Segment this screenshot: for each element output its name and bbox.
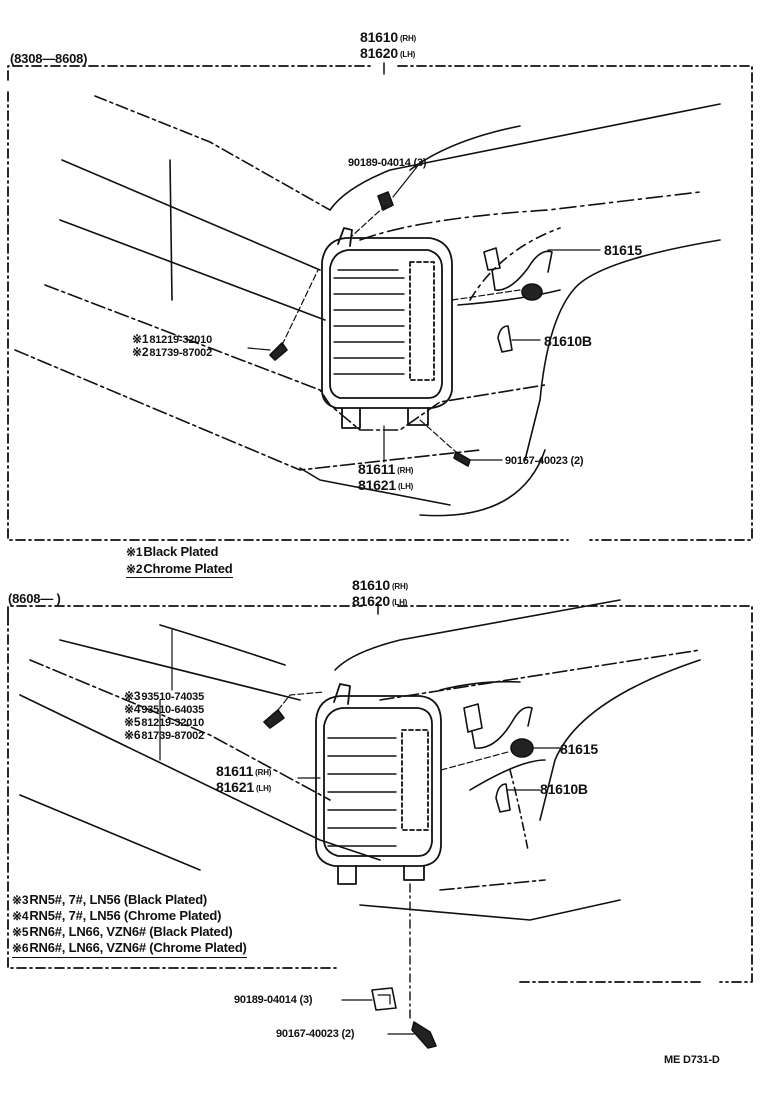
top-screw-upper [269, 342, 288, 361]
rh-tag: (RH) [391, 582, 409, 591]
top-clip-label: 90189-04014 (3) [348, 157, 427, 169]
bottom-screw-labels: ※393510-74035 ※493510-64035 ※581219-3201… [124, 690, 204, 742]
bottom-clip-label: 90189-04014 (3) [234, 994, 313, 1006]
note-text: RN6#, LN66, VZN6# (Black Plated) [29, 924, 233, 939]
note-mark: ※4 [124, 702, 141, 716]
top-screw-labels: ※181219-32010 ※281739-87002 [132, 333, 212, 359]
note-mark: ※6 [124, 728, 141, 742]
note-row: ※2Chrome Plated [126, 562, 233, 578]
note-text: RN5#, 7#, LN56 (Black Plated) [29, 892, 208, 907]
bottom-lens-part-number: 81611(RH) 81621(LH) [216, 764, 271, 796]
rh-tag: (RH) [397, 466, 414, 475]
bottom-socket [440, 703, 534, 771]
bottom-lamp-assembly [315, 683, 442, 885]
top-lens-part-number: 81611(RH) 81621(LH) [358, 462, 413, 494]
top-lens-rh: 81611 [358, 461, 396, 477]
note-mark: ※2 [126, 562, 143, 576]
figure-code: ME D731-D [664, 1054, 720, 1066]
bottom-date-range: (8608— ) [8, 591, 61, 606]
note-mark: ※5 [12, 925, 29, 939]
top-panel-frame [7, 65, 753, 541]
bottom-notes: ※3RN5#, 7#, LN56 (Black Plated) ※4RN5#, … [12, 892, 247, 958]
bottom-screw-upper [263, 709, 285, 729]
bottom-lens-rh: 81611 [216, 763, 254, 779]
top-socket-label: 81615 [604, 242, 642, 258]
top-leaders [247, 162, 601, 463]
lh-tag: (LH) [391, 598, 408, 607]
lh-tag: (LH) [397, 482, 414, 491]
bottom-clip [371, 987, 397, 1011]
note-mark: ※1 [132, 332, 149, 346]
bottom-part-lh: 81620 [352, 593, 390, 609]
bottom-bulb [495, 783, 511, 813]
bottom-part-rh: 81610 [352, 577, 390, 593]
bottom-leaders [159, 629, 561, 1035]
rh-tag: (RH) [255, 768, 272, 777]
top-body-outline [14, 95, 721, 517]
top-part-rh: 81610 [360, 29, 398, 45]
note-mark: ※3 [12, 893, 29, 907]
note-row: ※5RN6#, LN66, VZN6# (Black Plated) [12, 924, 247, 940]
bottom-assembly-part-number: 81610(RH) 81620(LH) [352, 578, 408, 610]
note-text: Black Plated [143, 544, 219, 559]
note-row: ※4RN5#, 7#, LN56 (Chrome Plated) [12, 908, 247, 924]
note-mark: ※4 [12, 909, 29, 923]
bottom-socket-label: 81615 [560, 741, 598, 757]
lh-tag: (LH) [399, 50, 416, 59]
top-lens-lh: 81621 [358, 477, 396, 493]
top-part-lh: 81620 [360, 45, 398, 61]
screw-part: 81739-87002 [141, 730, 204, 742]
note-mark: ※5 [124, 715, 141, 729]
top-assembly-part-number: 81610(RH) 81620(LH) [360, 30, 416, 62]
top-lamp-assembly [321, 227, 453, 429]
note-mark: ※2 [132, 345, 149, 359]
bottom-body-outline [19, 599, 701, 921]
top-screw-lower [453, 451, 471, 467]
note-row: ※6RN6#, LN66, VZN6# (Chrome Plated) [12, 940, 247, 958]
note-mark: ※6 [12, 941, 29, 955]
note-row: ※1Black Plated [126, 545, 233, 559]
note-mark: ※1 [126, 545, 143, 559]
bottom-lower-screw-label: 90167-40023 (2) [276, 1028, 355, 1040]
bottom-lens-lh: 81621 [216, 779, 254, 795]
bottom-panel-frame [7, 605, 753, 983]
screw-part-1: 81219-32010 [149, 334, 212, 346]
bottom-bulb-label: 81610B [540, 781, 588, 797]
bottom-screw-lower [411, 1021, 437, 1049]
note-row: ※3RN5#, 7#, LN56 (Black Plated) [12, 892, 247, 908]
top-notes: ※1Black Plated ※2Chrome Plated [126, 545, 233, 578]
screw-part: 81219-32010 [141, 717, 204, 729]
top-date-range: (8308—8608) [10, 51, 88, 66]
note-text: RN5#, 7#, LN56 (Chrome Plated) [29, 908, 222, 923]
lh-tag: (LH) [255, 784, 272, 793]
top-lower-screw-label: 90167-40023 (2) [505, 455, 584, 467]
screw-part-2: 81739-87002 [149, 347, 212, 359]
rh-tag: (RH) [399, 34, 417, 43]
screw-part: 93510-64035 [141, 704, 204, 716]
top-socket [451, 247, 553, 301]
note-mark: ※3 [124, 689, 141, 703]
note-text: Chrome Plated [143, 561, 233, 576]
screw-part: 93510-74035 [141, 691, 204, 703]
top-clip [377, 191, 394, 211]
top-bulb [497, 325, 513, 353]
note-text: RN6#, LN66, VZN6# (Chrome Plated) [29, 940, 247, 955]
top-bulb-label: 81610B [544, 333, 592, 349]
